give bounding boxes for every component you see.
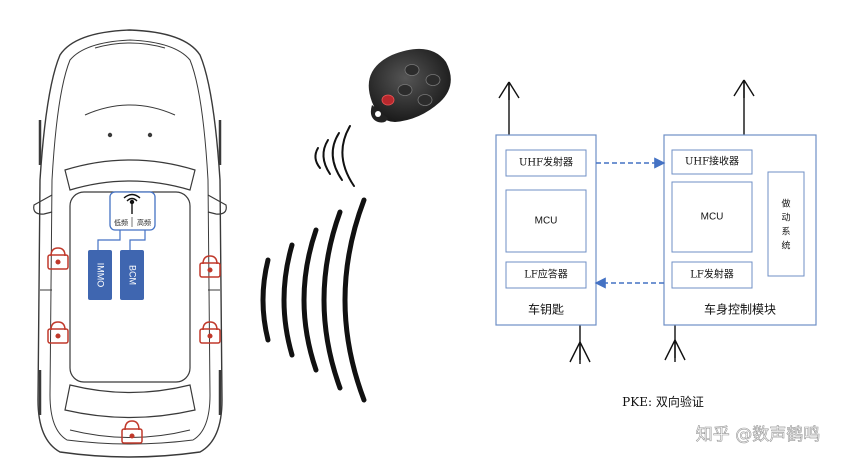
hub-label-low: 低频 xyxy=(114,218,128,227)
bcm-lf-transmitter: LF发射器 xyxy=(690,268,734,281)
antenna-icon xyxy=(123,193,141,214)
immo-module: IMMO xyxy=(88,250,112,300)
actuator-char: 动 xyxy=(781,213,790,224)
car-signal-icon xyxy=(260,197,367,403)
body-control-module-block: UHF接收器 MCU LF发射器 做 动 系 统 车身控制模块 xyxy=(663,134,817,326)
diagram-caption: PKE: 双向验证 xyxy=(622,394,704,409)
car-top-view xyxy=(33,29,227,458)
key-fob xyxy=(368,48,451,123)
bcm-mcu: MCU xyxy=(701,212,724,223)
key-block-title: 车钥匙 xyxy=(528,302,564,317)
key-uhf-transmitter: UHF发射器 xyxy=(519,156,573,169)
actuator-char: 做 xyxy=(781,198,790,210)
hub-label-high: 高频 xyxy=(137,218,151,227)
lock-icon xyxy=(47,247,69,270)
lock-icon xyxy=(199,321,221,344)
bcm-module: BCM xyxy=(120,250,144,300)
lock-icon xyxy=(199,255,221,278)
lock-icon xyxy=(47,321,69,344)
lock-icon xyxy=(121,420,143,444)
watermark: 知乎 @数声鹤鸣 xyxy=(696,425,820,445)
bcm-label: BCM xyxy=(128,265,138,285)
immo-label: IMMO xyxy=(96,263,106,288)
fob-signal-icon xyxy=(314,125,355,187)
car-antenna-hub: 低频 高频 xyxy=(109,191,156,231)
key-lf-responder: LF应答器 xyxy=(524,268,568,281)
key-mcu: MCU xyxy=(535,216,558,227)
bcm-block-title: 车身控制模块 xyxy=(704,302,776,317)
bcm-uhf-receiver: UHF接收器 xyxy=(685,155,739,168)
actuator-char: 系 xyxy=(781,227,790,238)
car-key-block: UHF发射器 MCU LF应答器 车钥匙 xyxy=(495,134,597,326)
actuator-char: 统 xyxy=(781,240,790,252)
